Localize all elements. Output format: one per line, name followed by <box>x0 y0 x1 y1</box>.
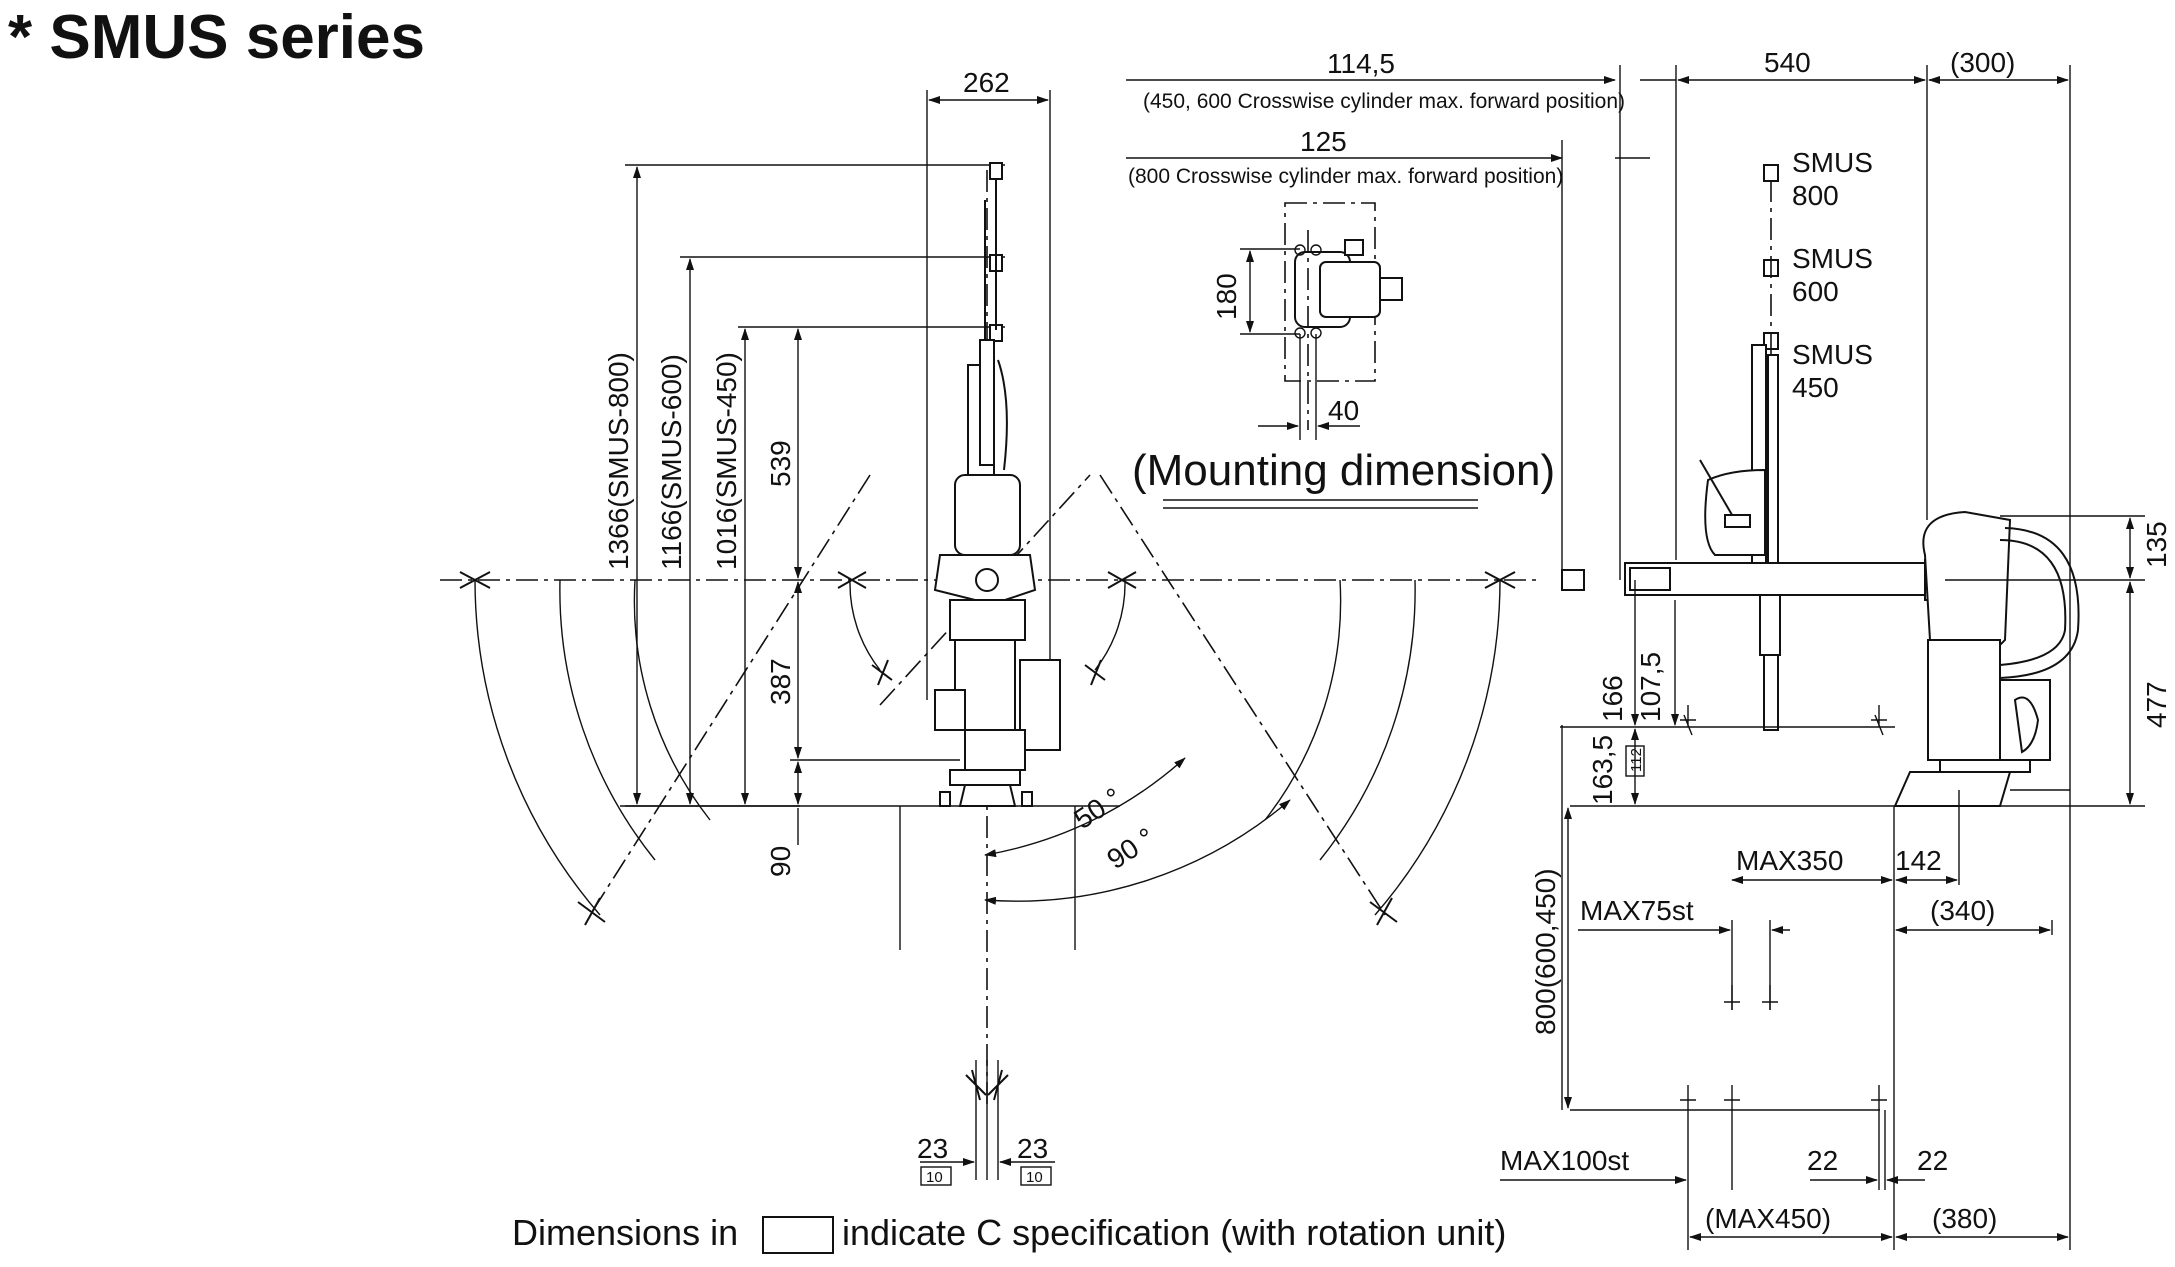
footnote-prefix: Dimensions in <box>512 1212 738 1253</box>
dim-135: 135 <box>2141 521 2172 568</box>
mounting-detail: 180 40 (Mounting dimension) <box>1132 202 1555 509</box>
swing-line-left <box>589 474 871 916</box>
arc-outer-left <box>474 579 601 916</box>
angle-90-arc <box>984 799 1291 905</box>
dim-max100st: MAX100st <box>1500 1145 1629 1176</box>
dim-10-right-box: 10 <box>1026 1169 1043 1186</box>
dim-262: 262 <box>963 67 1010 98</box>
dim-114-5: 114,5 <box>1327 48 1395 79</box>
c-spec-marks: 23 10 23 10 <box>917 1060 1055 1186</box>
smus-450-label: SMUS <box>1792 339 1873 370</box>
arc-outer-right <box>1374 579 1501 916</box>
dim-142: 142 <box>1895 845 1942 876</box>
smus-800-value: 800 <box>1792 180 1839 211</box>
dim-800-600-450: 800(600,450) <box>1530 868 1561 1035</box>
dim-380: (380) <box>1932 1203 1997 1234</box>
dim-300: (300) <box>1950 47 2015 78</box>
dim-max75st: MAX75st <box>1580 895 1694 926</box>
dim-107-5: 107,5 <box>1635 652 1666 722</box>
dim-112-box: 112 <box>1628 748 1645 772</box>
dim-40: 40 <box>1328 395 1359 426</box>
dim-166: 166 <box>1597 675 1628 722</box>
dim-163-5: 163,5 <box>1587 735 1618 805</box>
dim-10-left-box: 10 <box>926 1169 943 1186</box>
robot-side-body <box>1561 164 2080 807</box>
footnote: Dimensions in indicate C specification (… <box>512 1212 1506 1254</box>
swing-marks <box>459 571 1516 926</box>
dim-max350: MAX350 <box>1736 845 1843 876</box>
dim-23-right: 23 <box>1017 1133 1048 1164</box>
swing-line-right <box>1099 474 1386 916</box>
smus-600-value: 600 <box>1792 276 1839 307</box>
dim-max450: (MAX450) <box>1705 1203 1831 1234</box>
robot-front-body <box>933 162 1061 807</box>
dim-90: 90 <box>765 846 796 877</box>
page-title: * SMUS series <box>8 3 425 72</box>
note-800: (800 Crosswise cylinder max. forward pos… <box>1128 165 1563 188</box>
dim-22-a: 22 <box>1807 1145 1838 1176</box>
dim-1166: 1166(SMUS-600) <box>656 354 687 570</box>
c-spec-box-legend <box>762 1216 834 1254</box>
smus-800-label: SMUS <box>1792 147 1873 178</box>
note-450-600: (450, 600 Crosswise cylinder max. forwar… <box>1143 90 1625 113</box>
mounting-caption: (Mounting dimension) <box>1132 446 1555 495</box>
dim-1366: 1366(SMUS-800) <box>603 352 634 570</box>
smus-450-value: 450 <box>1792 372 1839 403</box>
side-view: 114,5 (450, 600 Crosswise cylinder max. … <box>1126 47 2172 1250</box>
dim-180: 180 <box>1211 273 1242 320</box>
dim-22-b: 22 <box>1917 1145 1948 1176</box>
dim-477: 477 <box>2141 681 2172 728</box>
mount-outline <box>1284 202 1376 382</box>
footnote-suffix: indicate C specification (with rotation … <box>842 1212 1506 1253</box>
dim-1016: 1016(SMUS-450) <box>711 352 742 570</box>
dim-387: 387 <box>765 658 796 705</box>
smus-600-label: SMUS <box>1792 243 1873 274</box>
dim-23-left: 23 <box>917 1133 948 1164</box>
dim-125: 125 <box>1300 126 1347 157</box>
angle-90-label: 90 ° <box>1101 822 1160 875</box>
side-mount-points <box>1680 705 1887 1110</box>
dim-540: 540 <box>1764 47 1811 78</box>
dim-539: 539 <box>765 440 796 487</box>
dim-340: (340) <box>1930 895 1995 926</box>
